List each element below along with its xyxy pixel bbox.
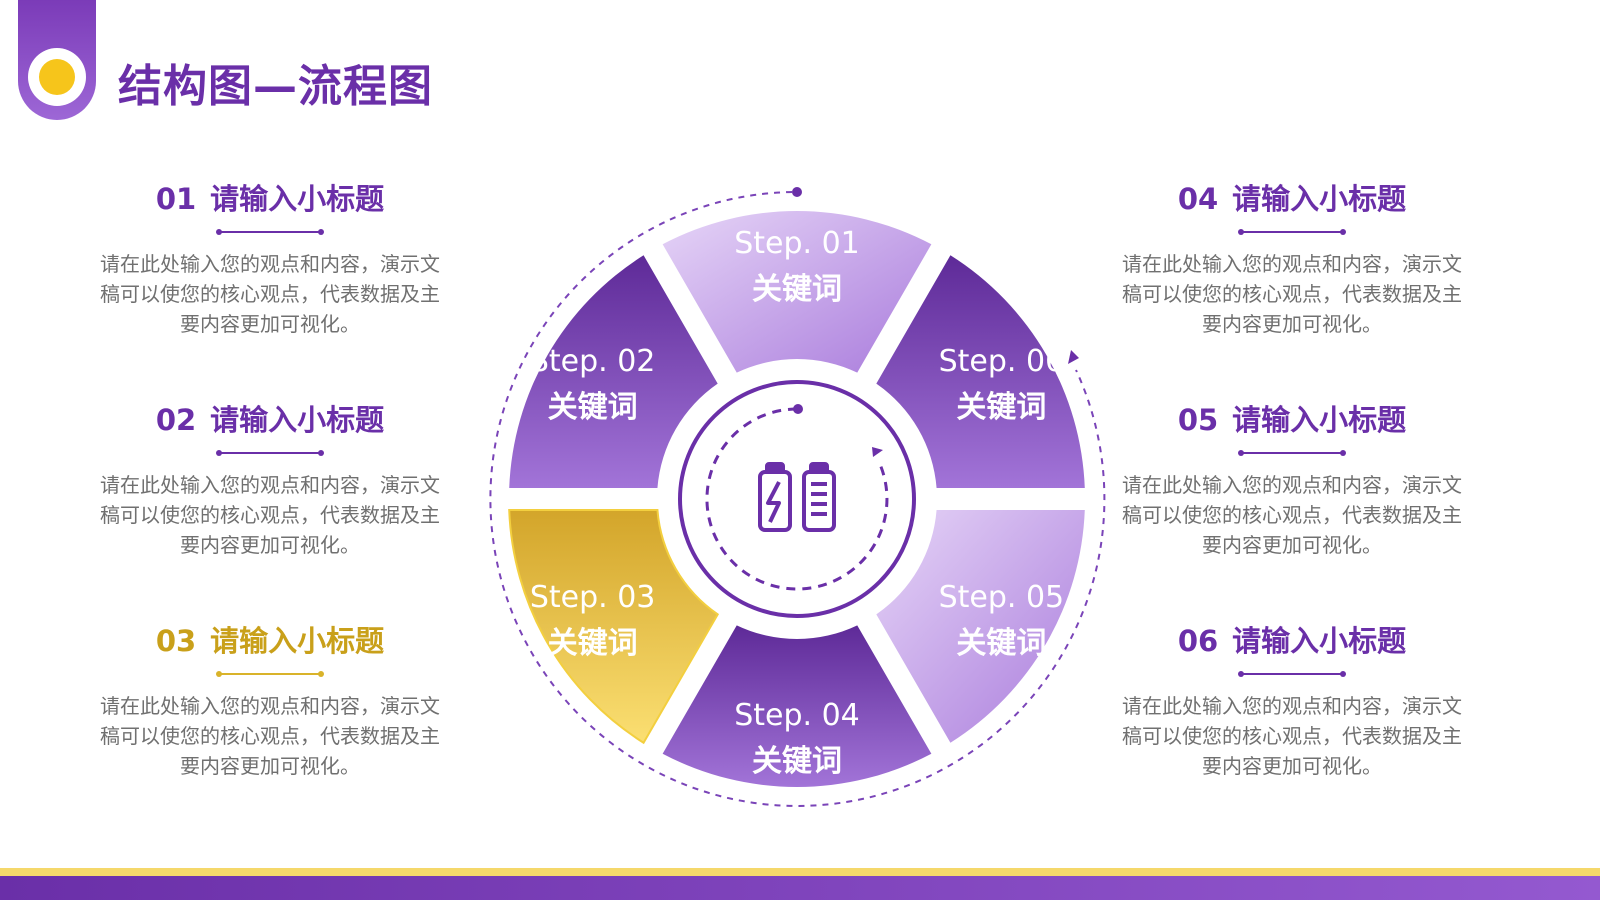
step-segment-3: [508, 509, 720, 745]
info-item-05: 05 请输入小标题 请在此处输入您的观点和内容，演示文稿可以使您的核心观点，代表数…: [1112, 402, 1472, 560]
step-keyword-5: 关键词: [956, 626, 1046, 661]
step-keyword-2: 关键词: [548, 390, 638, 425]
step-segment-6: [876, 255, 1085, 488]
item-body: 请在此处输入您的观点和内容，演示文稿可以使您的核心观点，代表数据及主要内容更加可…: [1122, 252, 1462, 336]
center-dashed-arc: [705, 407, 889, 591]
item-divider: [1238, 229, 1346, 235]
item-title: 请输入小标题: [1232, 403, 1407, 437]
step-keyword-6: 关键词: [956, 390, 1046, 425]
item-body: 请在此处输入您的观点和内容，演示文稿可以使您的核心观点，代表数据及主要内容更加可…: [100, 694, 440, 778]
item-heading: 01 请输入小标题: [90, 181, 450, 217]
item-heading: 02 请输入小标题: [90, 402, 450, 438]
arc-start-dot: [792, 187, 802, 197]
item-title: 请输入小标题: [210, 182, 385, 216]
item-divider: [216, 671, 324, 677]
step-keyword-3: 关键词: [548, 626, 638, 661]
step-label-2: Step. 02: [530, 344, 656, 379]
item-number: 03: [155, 624, 197, 658]
item-number: 02: [155, 403, 197, 437]
outer-dashed-arc: [489, 191, 1106, 807]
item-number: 05: [1177, 403, 1219, 437]
info-item-06: 06 请输入小标题 请在此处输入您的观点和内容，演示文稿可以使您的核心观点，代表数…: [1112, 623, 1472, 781]
step-label-5: Step. 05: [939, 580, 1065, 615]
step-keyword-4: 关键词: [752, 744, 842, 779]
step-segment-5: [876, 510, 1085, 743]
center-arc-dot: [793, 404, 803, 414]
step-segment-4: [662, 625, 932, 787]
item-body: 请在此处输入您的观点和内容，演示文稿可以使您的核心观点，代表数据及主要内容更加可…: [100, 473, 440, 557]
logo-badge: [18, 0, 96, 120]
item-number: 04: [1177, 182, 1219, 216]
logo-dot: [39, 59, 75, 95]
item-title: 请输入小标题: [210, 403, 385, 437]
step-segment-2: [509, 255, 718, 488]
info-item-02: 02 请输入小标题 请在此处输入您的观点和内容，演示文稿可以使您的核心观点，代表数…: [90, 402, 450, 560]
page-title: 结构图—流程图: [118, 61, 433, 112]
item-title: 请输入小标题: [1232, 182, 1407, 216]
item-divider: [216, 229, 324, 235]
info-item-03: 03 请输入小标题 请在此处输入您的观点和内容，演示文稿可以使您的核心观点，代表数…: [90, 623, 450, 781]
step-keyword-1: 关键词: [752, 272, 842, 307]
step-segment-1: [662, 210, 932, 373]
arc-arrow-head: [1068, 350, 1079, 364]
info-item-04: 04 请输入小标题 请在此处输入您的观点和内容，演示文稿可以使您的核心观点，代表数…: [1112, 181, 1472, 339]
item-body: 请在此处输入您的观点和内容，演示文稿可以使您的核心观点，代表数据及主要内容更加可…: [1122, 473, 1462, 557]
center-arrow-head: [872, 447, 883, 457]
item-divider: [1238, 671, 1346, 677]
item-heading: 05 请输入小标题: [1112, 402, 1472, 438]
step-label-6: Step. 06: [939, 344, 1065, 379]
item-heading: 06 请输入小标题: [1112, 623, 1472, 659]
item-number: 01: [155, 182, 197, 216]
info-item-01: 01 请输入小标题 请在此处输入您的观点和内容，演示文稿可以使您的核心观点，代表数…: [90, 181, 450, 339]
item-heading: 03 请输入小标题: [90, 623, 450, 659]
item-body: 请在此处输入您的观点和内容，演示文稿可以使您的核心观点，代表数据及主要内容更加可…: [100, 252, 440, 336]
item-title: 请输入小标题: [210, 624, 385, 658]
item-divider: [1238, 450, 1346, 456]
item-number: 06: [1177, 624, 1219, 658]
step-label-4: Step. 04: [734, 698, 860, 733]
item-divider: [216, 450, 324, 456]
footer-stripe-purple: [0, 876, 1600, 900]
step-label-1: Step. 01: [734, 226, 860, 261]
logo-ring: [28, 48, 86, 106]
step-label-3: Step. 03: [530, 580, 656, 615]
footer-stripe-gold: [0, 868, 1600, 876]
center-circle: [678, 380, 916, 618]
item-body: 请在此处输入您的观点和内容，演示文稿可以使您的核心观点，代表数据及主要内容更加可…: [1122, 694, 1462, 778]
item-heading: 04 请输入小标题: [1112, 181, 1472, 217]
battery-icon: [758, 462, 836, 532]
item-title: 请输入小标题: [1232, 624, 1407, 658]
